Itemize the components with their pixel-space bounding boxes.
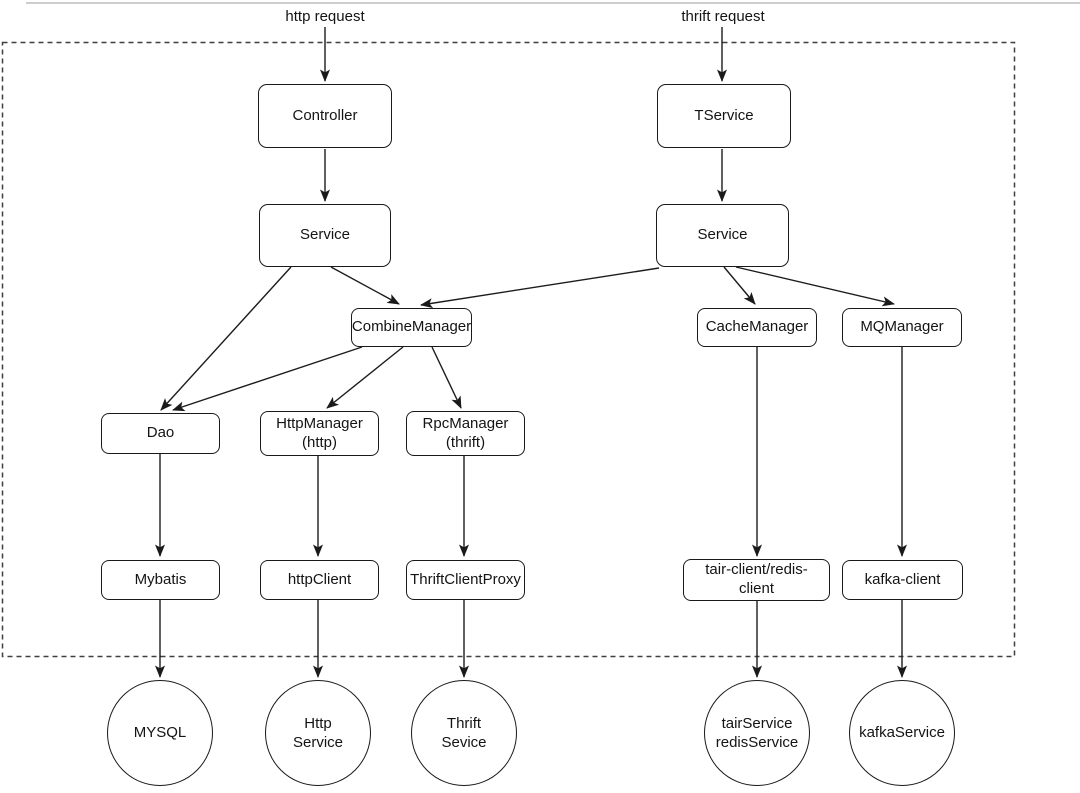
node-tair-redis-client: tair-client/redis- client: [683, 559, 830, 601]
node-service-http: Service: [259, 204, 391, 267]
node-cache-manager: CacheManager: [697, 308, 817, 347]
node-combine-manager: CombineManager: [351, 308, 472, 347]
node-mq-manager: MQManager: [842, 308, 962, 347]
http-request-label: http request: [285, 8, 365, 25]
datastore-mysql: MYSQL: [107, 680, 213, 786]
node-thrift-client-proxy: ThriftClientProxy: [406, 560, 525, 600]
datastore-tair-redis-service: tairService redisService: [704, 680, 810, 786]
thrift-request-label: thrift request: [681, 8, 765, 25]
node-dao: Dao: [101, 413, 220, 454]
node-kafka-client: kafka-client: [842, 560, 963, 600]
node-service-thrift: Service: [656, 204, 789, 267]
edge-combine-manager-to-http-manager: [326, 346, 404, 409]
edge-service-http-to-dao: [160, 266, 292, 411]
datastore-kafka-service: kafkaService: [849, 680, 955, 786]
node-mybatis: Mybatis: [101, 560, 220, 600]
edge-combine-manager-to-dao: [172, 346, 363, 412]
edge-service-thrift-to-combine-manager: [420, 267, 660, 309]
edge-service-thrift-to-mq-manager: [735, 266, 895, 307]
edge-combine-manager-to-rpc-manager: [431, 346, 462, 409]
node-tservice: TService: [657, 84, 791, 148]
node-http-client: httpClient: [260, 560, 379, 600]
edge-service-thrift-to-cache-manager: [723, 266, 756, 305]
datastore-thrift-service: Thrift Sevice: [411, 680, 517, 786]
datastore-http-service: Http Service: [265, 680, 371, 786]
node-controller: Controller: [258, 84, 392, 148]
node-http-manager: HttpManager (http): [260, 411, 379, 456]
node-rpc-manager: RpcManager (thrift): [406, 411, 525, 456]
edge-service-http-to-combine-manager: [330, 266, 400, 305]
